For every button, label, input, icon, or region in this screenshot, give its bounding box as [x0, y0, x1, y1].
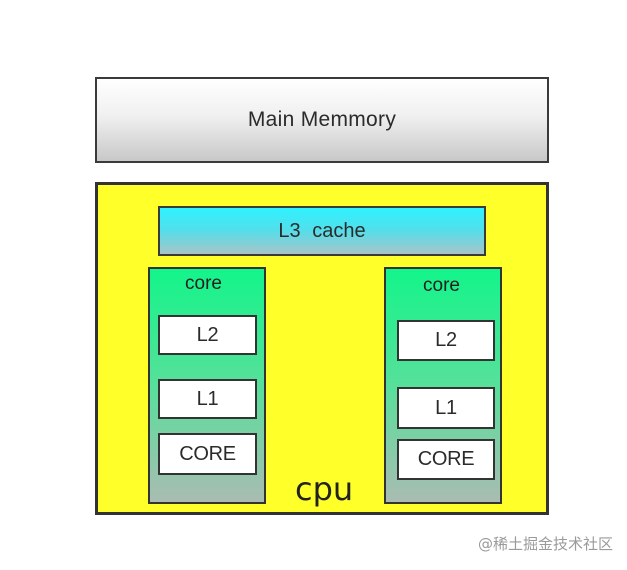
l2-cache-box-left: L2	[158, 315, 257, 355]
l1-label-right: L1	[435, 396, 457, 419]
l1-cache-box-left: L1	[158, 379, 257, 419]
core-title-left: core	[185, 273, 222, 294]
watermark-text: @稀土掘金技术社区	[477, 535, 613, 553]
main-memory-box: Main Memmory	[95, 77, 549, 163]
core-unit-label-right: CORE	[417, 448, 475, 470]
core-unit-box-left: CORE	[158, 433, 257, 475]
l1-cache-box-right: L1	[397, 387, 495, 429]
l2-label-right: L2	[435, 329, 457, 351]
cpu-label: cpu	[295, 470, 354, 508]
l3-cache-box: L3 cache	[158, 206, 486, 256]
core-title-right: core	[423, 275, 460, 296]
core-unit-label-left: CORE	[179, 442, 236, 465]
core-unit-box-right: CORE	[397, 439, 495, 480]
l1-label-left: L1	[196, 387, 219, 410]
main-memory-label: Main Memmory	[247, 108, 397, 131]
l3-cache-label: L3 cache	[278, 219, 366, 242]
l2-cache-box-right: L2	[397, 320, 495, 361]
l2-label-left: L2	[196, 323, 219, 346]
